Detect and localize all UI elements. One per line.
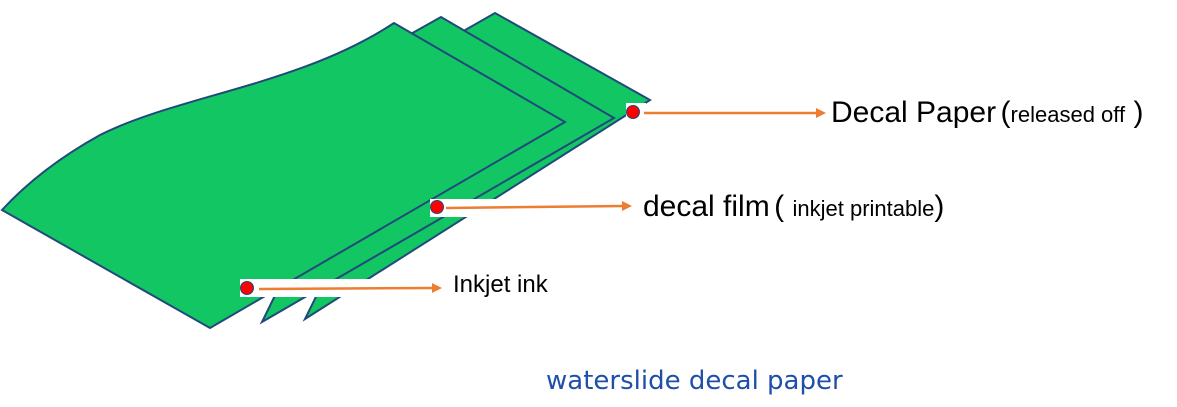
label-decal-paper-name: Decal Paper [831, 96, 997, 129]
paren-close: ) [1125, 96, 1144, 129]
diagram-caption: waterslide decal paper [546, 366, 843, 396]
label-decal-film: decal film ( inkjet printable) [643, 190, 944, 224]
front-sheet-ink [0, 21, 567, 330]
label-decal-film-name: decal film [643, 190, 770, 223]
label-inkjet-ink: Inkjet ink [453, 271, 548, 298]
arrow-paper [644, 108, 826, 118]
marker-paper [626, 105, 640, 119]
paren-close: ) [934, 190, 945, 223]
marker-film [430, 200, 444, 214]
label-decal-paper: Decal Paper (released off ) [831, 96, 1143, 130]
paren-open: ( [1000, 96, 1011, 129]
arrow-ink [258, 283, 442, 293]
marker-ink [240, 281, 254, 295]
arrow-film [445, 201, 632, 211]
label-decal-film-note: inkjet printable [792, 196, 935, 221]
label-decal-paper-note: released off [1010, 102, 1126, 127]
paren-open: ( [774, 190, 793, 223]
